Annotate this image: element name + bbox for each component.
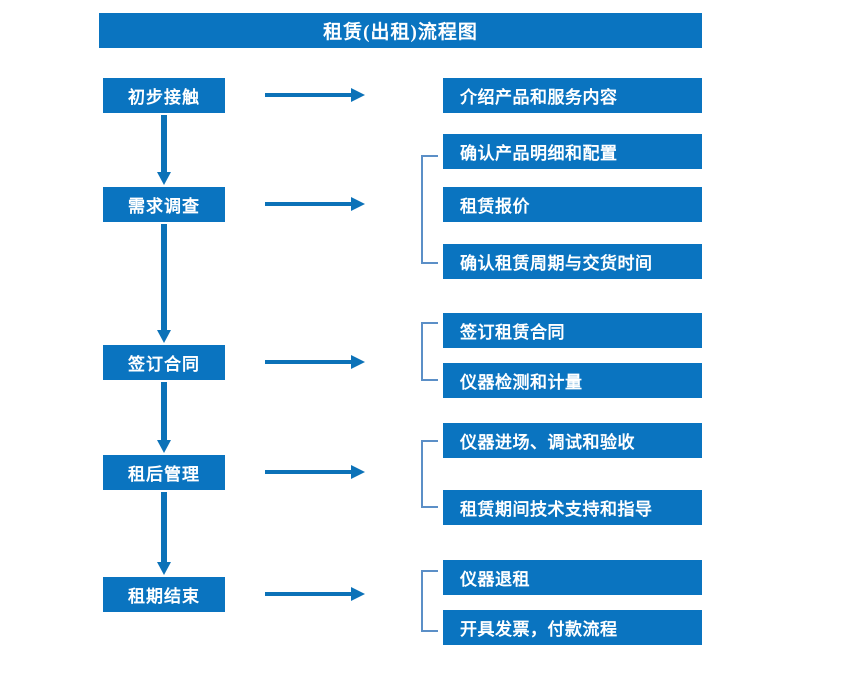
detail-box-3[interactable]: 租赁报价 [443, 187, 702, 222]
vertical-arrow-2-to-3 [155, 224, 173, 343]
detail-box-2[interactable]: 确认产品明细和配置 [443, 134, 702, 169]
flowchart-title: 租赁(出租)流程图 [99, 13, 702, 48]
horizontal-arrow-5 [265, 585, 365, 603]
detail-box-7[interactable]: 仪器进场、调试和验收 [443, 423, 702, 458]
stage-box-2[interactable]: 需求调查 [103, 187, 225, 222]
detail-box-6[interactable]: 仪器检测和计量 [443, 363, 702, 398]
vertical-arrow-4-to-5 [155, 492, 173, 575]
vertical-arrow-3-to-4 [155, 382, 173, 453]
detail-box-5[interactable]: 签订租赁合同 [443, 313, 702, 348]
horizontal-arrow-1 [265, 86, 365, 104]
detail-box-1[interactable]: 介绍产品和服务内容 [443, 78, 702, 113]
group-bracket-2 [421, 155, 438, 264]
stage-box-3[interactable]: 签订合同 [103, 345, 225, 380]
horizontal-arrow-3 [265, 353, 365, 371]
stage-box-1[interactable]: 初步接触 [103, 78, 225, 113]
group-bracket-4 [421, 440, 438, 508]
detail-box-4[interactable]: 确认租赁周期与交货时间 [443, 244, 702, 279]
stage-box-4[interactable]: 租后管理 [103, 455, 225, 490]
group-bracket-5 [421, 570, 438, 632]
detail-box-10[interactable]: 开具发票，付款流程 [443, 610, 702, 645]
horizontal-arrow-2 [265, 195, 365, 213]
group-bracket-3 [421, 322, 438, 381]
detail-box-9[interactable]: 仪器退租 [443, 560, 702, 595]
detail-box-8[interactable]: 租赁期间技术支持和指导 [443, 490, 702, 525]
vertical-arrow-1-to-2 [155, 115, 173, 185]
horizontal-arrow-4 [265, 463, 365, 481]
stage-box-5[interactable]: 租期结束 [103, 577, 225, 612]
